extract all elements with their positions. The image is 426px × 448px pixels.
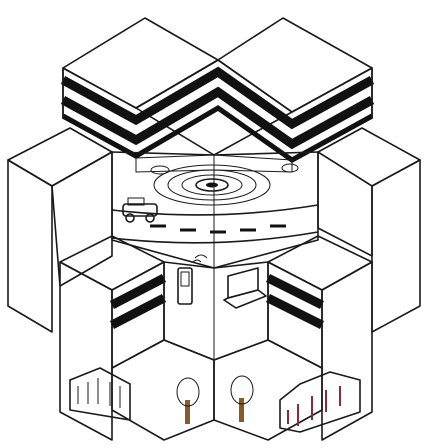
tree-icon xyxy=(177,378,199,424)
radar-rings-icon xyxy=(151,164,298,205)
right-wing xyxy=(318,128,420,332)
tree-icon xyxy=(231,376,253,422)
vehicle-icon xyxy=(123,198,157,222)
building-icon xyxy=(280,372,360,432)
top-sky-faces xyxy=(63,18,372,155)
lower-right-cube xyxy=(268,236,372,440)
bottom-landscape xyxy=(70,340,360,440)
laptop-icon xyxy=(224,268,266,308)
devices-panel xyxy=(164,255,268,360)
building-icon xyxy=(70,368,130,420)
zigzag-stripe-band xyxy=(63,60,372,162)
road xyxy=(112,205,318,243)
